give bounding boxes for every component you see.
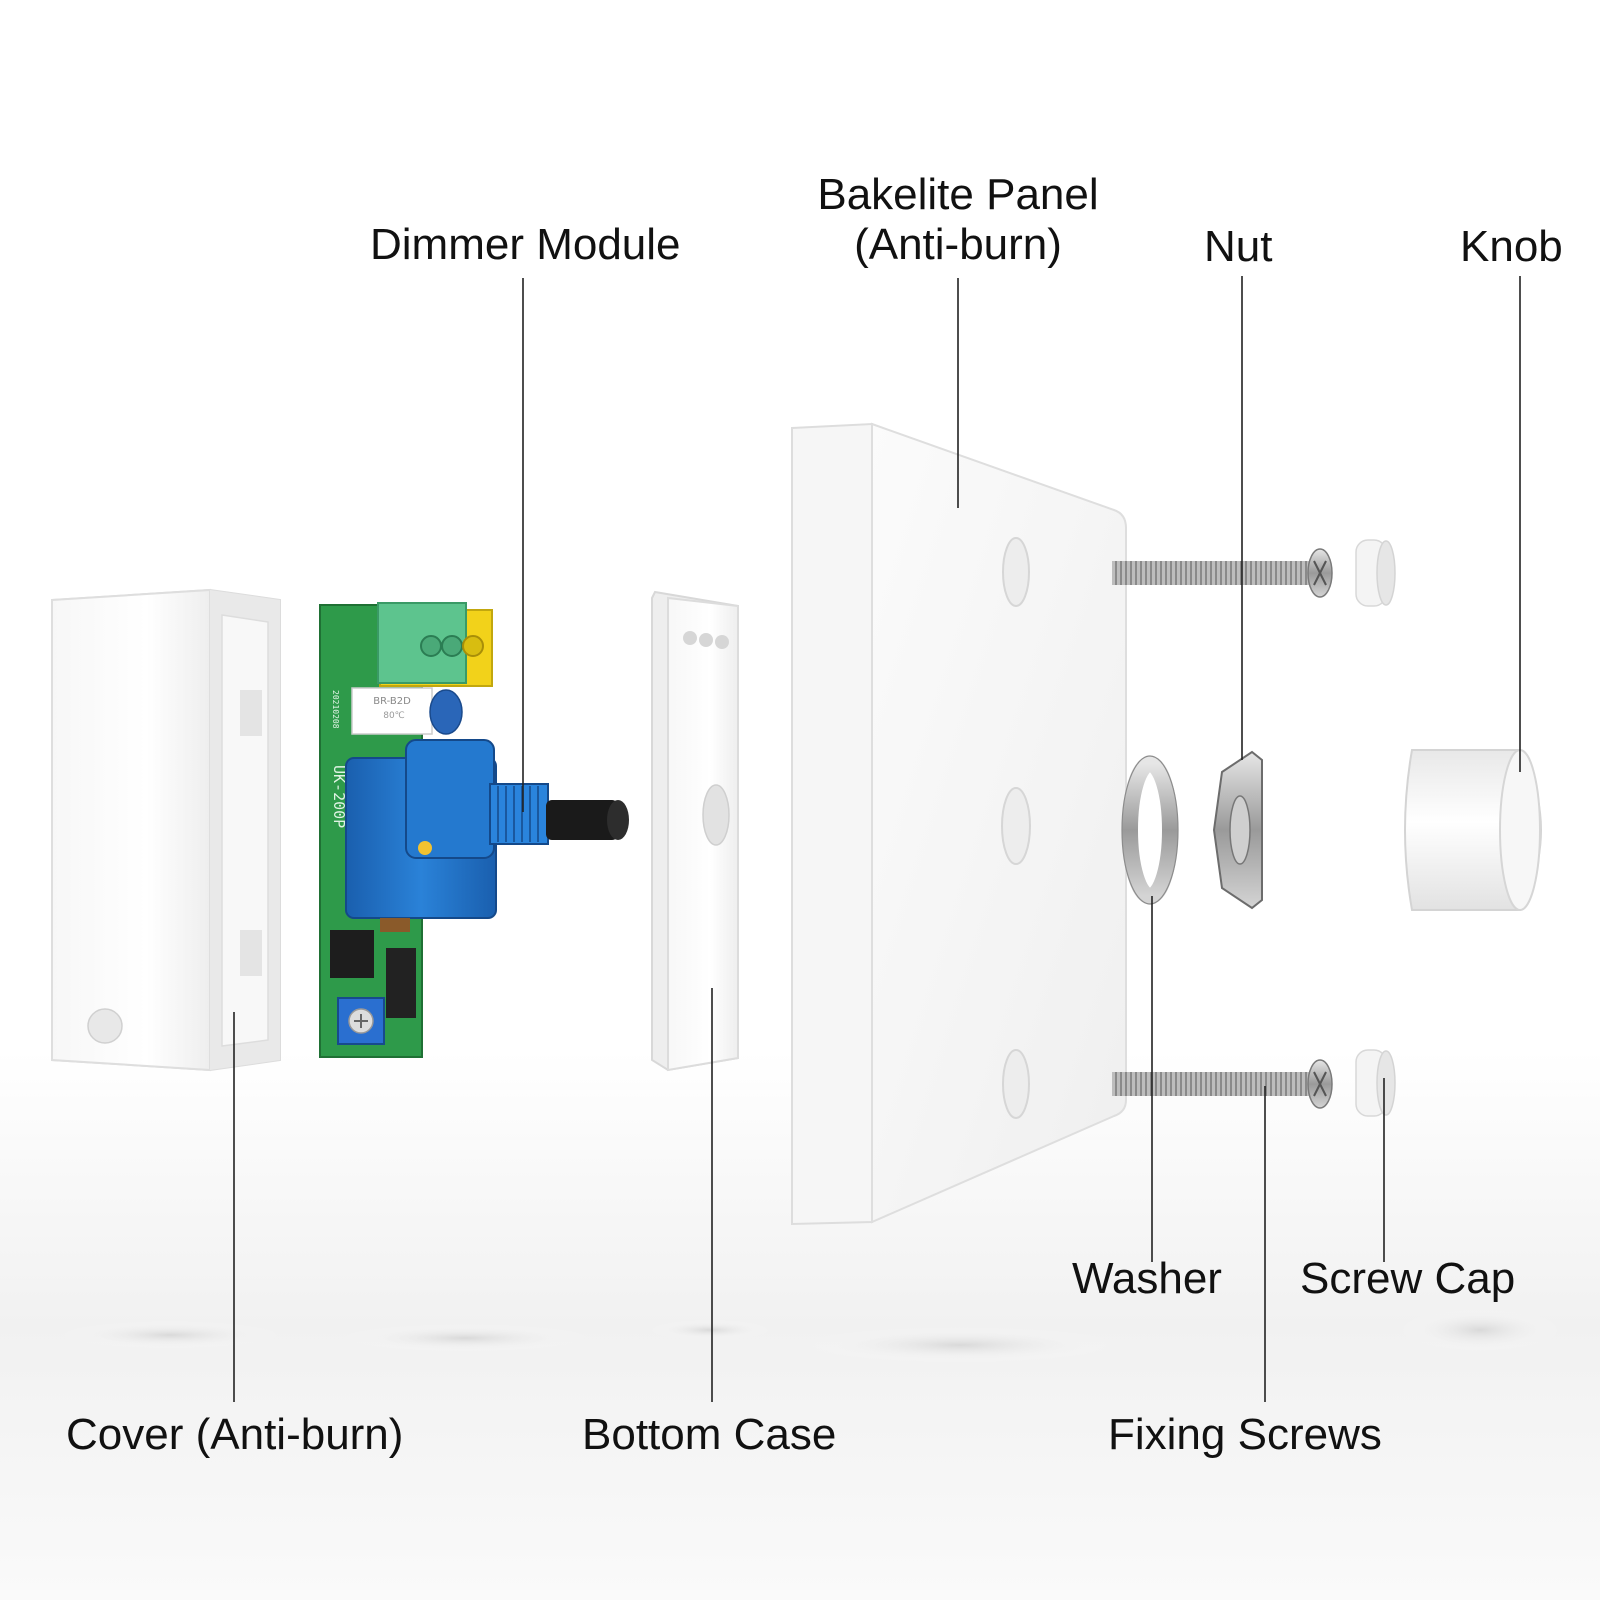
bottom-case-shadow (650, 1320, 770, 1340)
label-bakelite-panel-line2: (Anti-burn) (854, 220, 1062, 269)
cover-screw-hole (87, 1008, 123, 1044)
triac (330, 930, 374, 978)
capacitor-sub-marking: 80℃ (383, 711, 405, 721)
label-cover: Cover (Anti-burn) (66, 1410, 404, 1459)
nut-part (1212, 750, 1263, 910)
screw-cap-bottom (1355, 1049, 1396, 1117)
knob-shadow (1400, 1308, 1560, 1352)
label-bakelite-panel-line1: Bakelite Panel (817, 170, 1099, 219)
dimmer-module-part: BR-B2D 80℃ UK-200P 20210208 (319, 602, 629, 1058)
label-bottom-case: Bottom Case (582, 1410, 837, 1459)
label-dimmer-module: Dimmer Module (370, 220, 681, 269)
screw-cap-top (1355, 539, 1396, 607)
module-shadow (340, 1324, 590, 1352)
label-knob: Knob (1460, 222, 1563, 271)
label-washer: Washer (1072, 1254, 1222, 1303)
bottom-case-part (651, 590, 739, 1072)
washer-part (1121, 755, 1179, 905)
panel-shadow (800, 1327, 1120, 1363)
knob-part (1404, 749, 1542, 911)
bottom-case-shaft-hole (702, 784, 730, 846)
capacitor-marking: BR-B2D (373, 696, 411, 707)
pcb-date-marking: 20210208 (331, 690, 340, 729)
leader-lines (233, 276, 1521, 1402)
pot-shaft (546, 800, 618, 840)
cover-shadow (60, 1321, 280, 1349)
ic-chip (386, 948, 416, 1018)
panel-center-hole (1001, 787, 1031, 865)
label-bakelite-panel: Bakelite Panel (Anti-burn) (780, 170, 1136, 270)
label-nut: Nut (1204, 222, 1273, 271)
panel-top-screw-hole (1002, 537, 1030, 607)
capacitor (351, 687, 433, 735)
panel-bottom-screw-hole (1002, 1049, 1030, 1119)
bakelite-panel-part (791, 422, 1127, 1226)
label-fixing-screws: Fixing Screws (1108, 1410, 1382, 1459)
pcb-model-marking: UK-200P (330, 765, 348, 828)
cover-part (51, 588, 281, 1072)
label-screw-cap: Screw Cap (1300, 1254, 1516, 1303)
blue-capacitor (429, 689, 463, 735)
fixing-screw-top (1112, 548, 1333, 598)
fixing-screw-bottom (1112, 1059, 1333, 1109)
